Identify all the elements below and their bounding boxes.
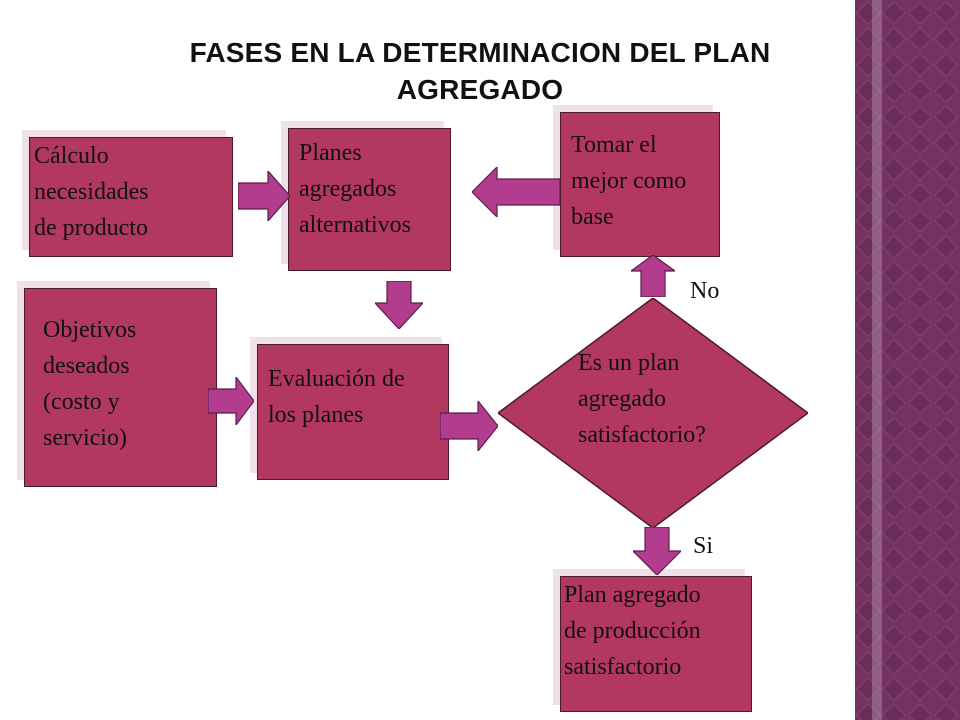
box-tomar-mejor: Tomar el mejor como base (560, 112, 720, 257)
diagram-title: FASES EN LA DETERMINACION DEL PLAN AGREG… (189, 37, 771, 105)
arrow-tomar-to-planes (472, 167, 560, 217)
box-planes-agregados-label: Planes agregados alternativos (299, 140, 411, 238)
box-objetivos-deseados: Objetivos deseados (costo y servicio) (24, 288, 217, 487)
box-planes-agregados: Planes agregados alternativos (288, 128, 451, 271)
box-objetivos-deseados-label: Objetivos deseados (costo y servicio) (43, 317, 137, 451)
edge-label-si: Si (693, 533, 714, 559)
diamond-pattern-icon (855, 0, 960, 720)
box-calculo-necesidades-label: Cálculo necesidades de producto (34, 143, 149, 241)
box-evaluacion-planes: Evaluación de los planes (257, 344, 449, 480)
box-tomar-mejor-label: Tomar el mejor como base (571, 132, 687, 230)
arrow-calculo-to-planes (238, 171, 290, 221)
arrow-evaluacion-to-decision (440, 401, 498, 451)
arrow-planes-to-evaluacion (375, 281, 423, 329)
arrow-decision-to-resultado (633, 527, 681, 575)
box-calculo-necesidades: Cálculo necesidades de producto (29, 137, 233, 257)
decision-label: Es un plan agregado satisfactorio? (578, 350, 706, 448)
decision-diamond (498, 298, 808, 528)
edge-label-no: No (690, 278, 720, 304)
arrow-objetivos-to-evaluacion (208, 377, 254, 425)
box-plan-agregado-produccion: Plan agregado de producción satisfactori… (560, 576, 752, 712)
box-plan-agregado-produccion-label: Plan agregado de producción satisfactori… (564, 582, 701, 680)
decorative-side-panel (855, 0, 960, 720)
side-panel-divider (872, 0, 882, 720)
box-evaluacion-planes-label: Evaluación de los planes (268, 366, 405, 428)
arrow-decision-to-tomar (631, 255, 675, 297)
